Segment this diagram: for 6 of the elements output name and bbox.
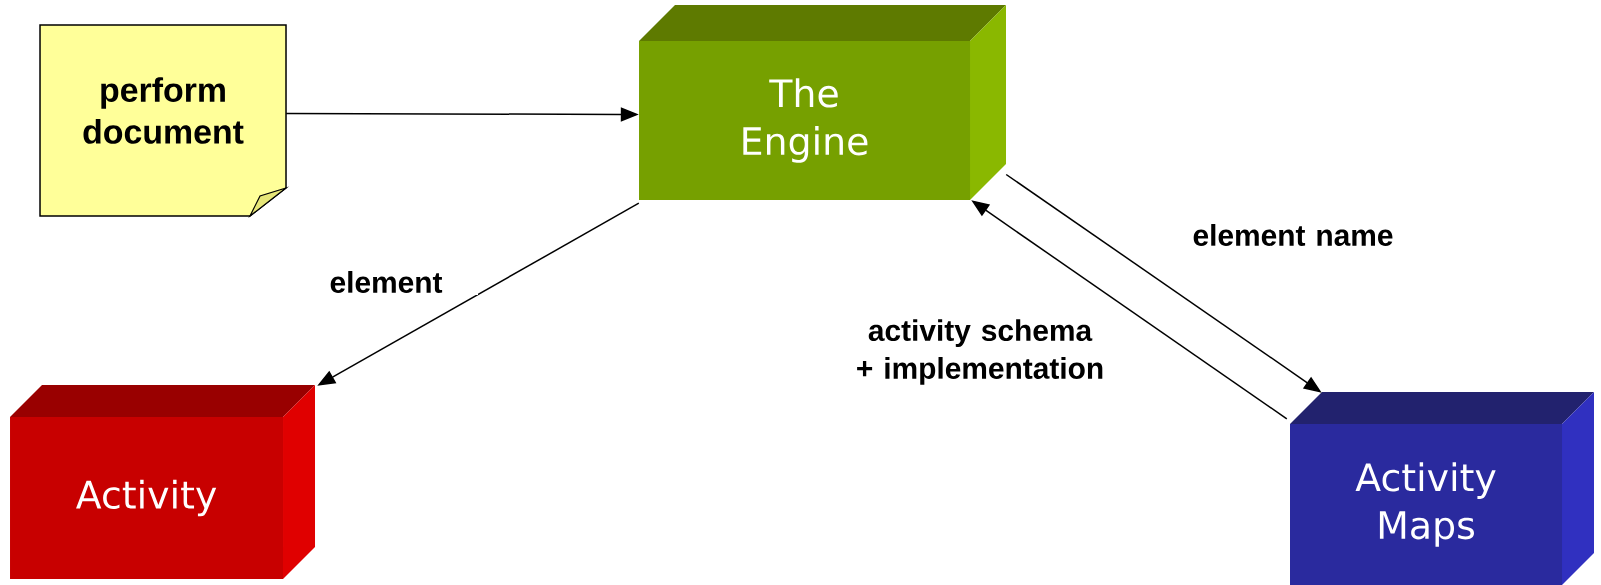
block-box: Activity Maps [1290,392,1594,585]
edge-label: element name [1193,224,1393,246]
edge-label: element [330,271,443,293]
edge-label: activity schema + implementation [857,319,1103,385]
block-box: Activity [10,385,315,579]
block-box: The Engine [639,5,1006,200]
